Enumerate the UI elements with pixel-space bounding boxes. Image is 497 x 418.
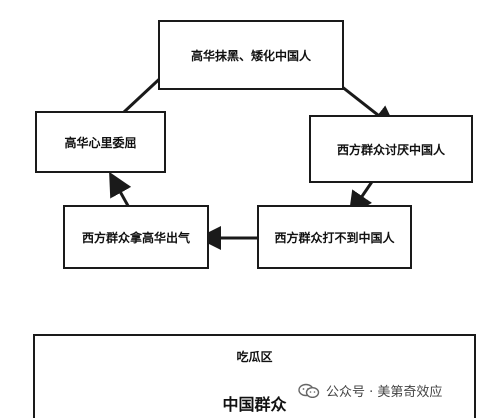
melon-zone-subtitle: 中国群众 [222,395,287,414]
node-smear-chinese-label: 高华抹黑、矮化中国人 [190,48,311,63]
node-west-vent-on-gaohua-label: 西方群众拿高华出气 [81,230,190,245]
node-west-hate-chinese: 西方群众讨厌中国人 [309,115,473,183]
node-gaohua-aggrieved: 高华心里委屈 [35,111,166,173]
node-gaohua-aggrieved-label: 高华心里委屈 [64,135,137,150]
node-smear-chinese: 高华抹黑、矮化中国人 [158,20,344,90]
watermark-text: 公众号 · 美第奇效应 [326,385,443,400]
node-west-cannot-reach-chinese: 西方群众打不到中国人 [257,205,412,269]
melon-zone-title: 吃瓜区 [236,350,273,364]
node-west-cannot-reach-chinese-label: 西方群众打不到中国人 [274,230,395,245]
melon-zone: 吃瓜区 中国群众 [33,334,476,418]
wechat-icon [298,383,320,399]
node-west-vent-on-gaohua: 西方群众拿高华出气 [63,205,209,269]
watermark: 公众号 · 美第奇效应 [298,381,442,400]
node-west-hate-chinese-label: 西方群众讨厌中国人 [336,142,445,157]
